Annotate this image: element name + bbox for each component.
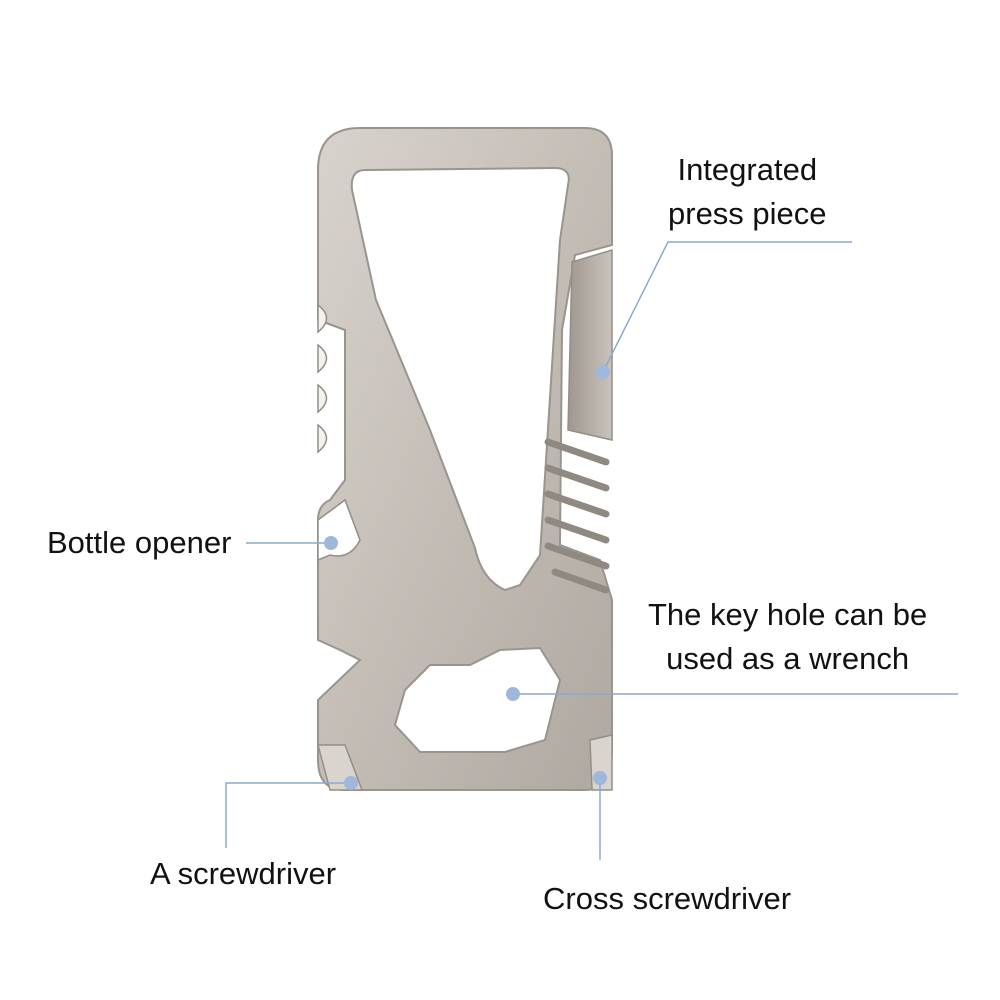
callout-bottle-opener: Bottle opener — [47, 521, 231, 565]
callout-line: Integrated — [677, 152, 818, 187]
grip-notch — [317, 303, 328, 334]
marker-dot-keyhole — [506, 687, 520, 701]
leader-line-press — [602, 241, 852, 373]
callout-key-hole-wrench: The key hole can be used as a wrench — [648, 593, 927, 681]
press-piece-bar — [567, 248, 613, 441]
tool-body — [317, 127, 613, 791]
marker-dot-press — [596, 365, 610, 379]
marker-dot-bottle — [324, 536, 338, 550]
grip-notch — [317, 423, 328, 454]
callout-cross-screwdriver: Cross screwdriver — [543, 877, 791, 921]
callout-line: used as a wrench — [666, 641, 910, 676]
marker-dot-screw — [344, 776, 358, 790]
callout-line: press piece — [668, 196, 827, 231]
grip-notch — [317, 343, 328, 374]
callout-line: The key hole can be — [648, 597, 928, 632]
leader-lines — [225, 241, 958, 860]
leader-line-screw — [225, 782, 351, 848]
side-grip-slots — [544, 438, 610, 594]
callout-screwdriver: A screwdriver — [150, 852, 336, 896]
marker-dot-cross — [593, 771, 607, 785]
callout-integrated-press-piece: Integrated press piece — [668, 148, 827, 236]
callout-line: Cross screwdriver — [543, 881, 792, 916]
marker-dots — [324, 365, 610, 790]
callout-line: Bottle opener — [47, 525, 232, 560]
keychain-tool-illustration — [317, 127, 613, 791]
callout-line: A screwdriver — [150, 856, 337, 891]
grip-notch — [317, 383, 328, 414]
